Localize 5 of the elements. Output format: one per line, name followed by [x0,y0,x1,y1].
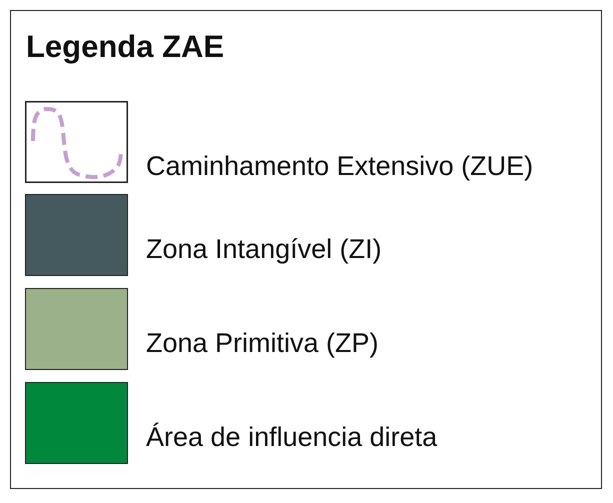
legend-label: Caminhamento Extensivo (ZUE) [146,151,534,182]
legend-title: Legenda ZAE [26,29,224,65]
legend-label: Área de influencia direta [146,422,438,453]
legend-label: Zona Primitiva (ZP) [146,328,379,359]
legend-label: Zona Intangível (ZI) [146,234,382,265]
